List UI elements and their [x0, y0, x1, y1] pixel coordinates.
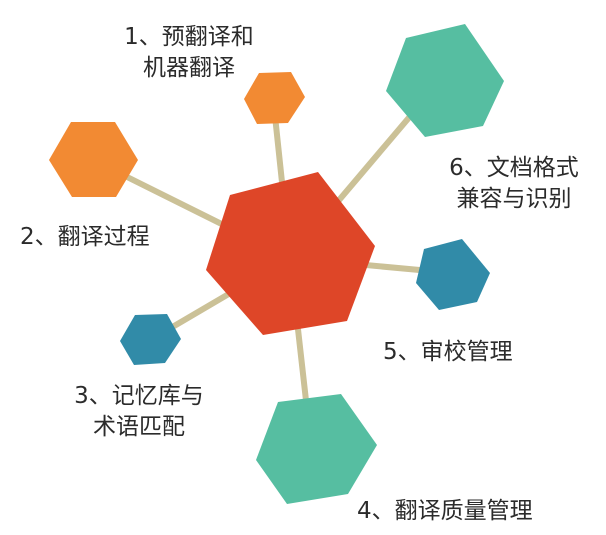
node-3-label-line1: 3、记忆库与 [74, 383, 204, 409]
node-4-label: 4、翻译质量管理 [357, 496, 533, 527]
node-3-hexagon [120, 314, 181, 365]
node-1-hexagon [244, 72, 305, 124]
node-2-hexagon [49, 122, 138, 197]
node-6-label: 6、文档格式 兼容与识别 [434, 153, 594, 215]
node-1-label-line1: 1、预翻译和 [124, 24, 254, 50]
node-6-label-line2: 兼容与识别 [456, 186, 572, 212]
nodes [49, 24, 504, 504]
node-4-label-line1: 4、翻译质量管理 [357, 498, 533, 524]
node-2-label: 2、翻译过程 [20, 222, 150, 253]
node-3-label: 3、记忆库与 术语匹配 [54, 381, 224, 443]
node-5-hexagon [416, 239, 490, 310]
hub-hexagon [206, 172, 375, 335]
node-2-label-line1: 2、翻译过程 [20, 224, 150, 250]
node-1-label-line2: 机器翻译 [143, 55, 235, 81]
node-1-label: 1、预翻译和 机器翻译 [104, 22, 274, 84]
node-5-label-line1: 5、审校管理 [383, 339, 513, 365]
node-5-label: 5、审校管理 [383, 337, 513, 368]
node-6-hexagon [386, 24, 504, 137]
node-6-label-line1: 6、文档格式 [449, 155, 579, 181]
node-3-label-line2: 术语匹配 [93, 414, 185, 440]
node-4-hexagon [256, 394, 377, 504]
